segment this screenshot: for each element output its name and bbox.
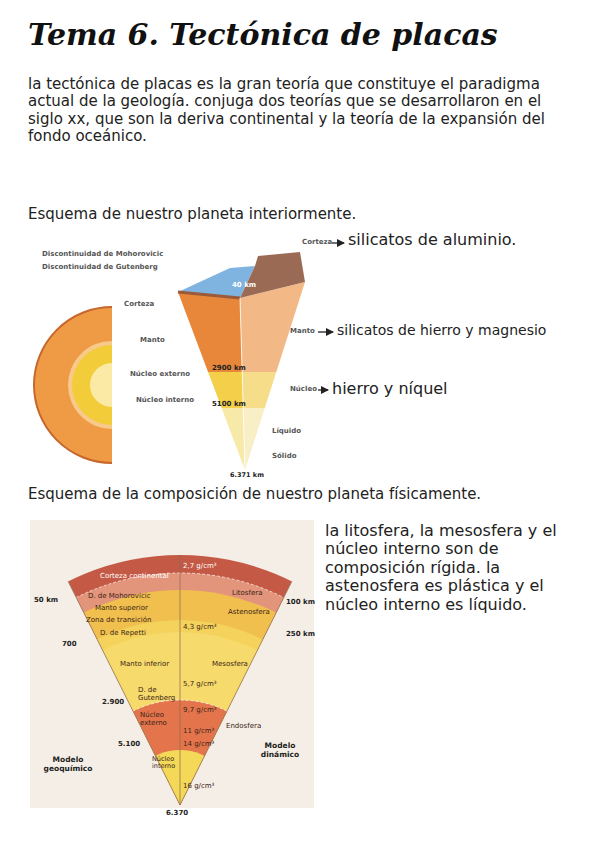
depth-label: 50 km <box>34 596 58 604</box>
section-heading: Esquema de nuestro planeta interiormente… <box>28 206 356 223</box>
handwritten-note: silicatos de hierro y magnesio <box>337 322 546 338</box>
earth-wedge-block <box>178 252 305 470</box>
layer-label: Núcleo externo <box>140 711 178 727</box>
layer-label: Astenosfera <box>228 608 270 616</box>
density-label: 16 g/cm³ <box>183 782 214 790</box>
layer-label: Endosfera <box>226 722 261 730</box>
dimension-label: 40 km <box>232 281 256 289</box>
depth-label: 6.370 <box>166 809 188 817</box>
depth-label: 700 <box>62 640 77 648</box>
part-label: Sólido <box>272 452 296 460</box>
note-paragraph: la litosfera, la mesosfera y el núcleo i… <box>325 522 589 614</box>
density-label: 11 g/cm³ <box>183 727 214 735</box>
depth-label: 2.900 <box>102 698 124 706</box>
layer-label: Núcleo interno <box>152 756 180 771</box>
layer-label: Mesosfera <box>212 660 248 668</box>
part-label: Núcleo <box>290 385 317 393</box>
dimension-label: 2900 km <box>212 364 246 372</box>
dimension-label: 6.371 km <box>230 472 264 479</box>
page-title: Tema 6. Tectónica de placas <box>28 18 498 53</box>
intro-paragraph: la tectónica de placas es la gran teoría… <box>28 76 576 145</box>
depth-label: 250 km <box>286 630 315 638</box>
density-label: 4,3 g/cm³ <box>183 623 217 631</box>
section-heading: Esquema de la composición de nuestro pla… <box>28 486 481 503</box>
part-label: Corteza <box>124 300 154 308</box>
part-label: Núcleo externo <box>130 370 190 378</box>
layer-label: Manto superior <box>95 604 148 612</box>
section-edges <box>68 555 292 805</box>
layer-label: Manto inferior <box>120 660 169 668</box>
part-label: Discontinuidad de Mohorovicic <box>42 250 163 258</box>
density-label: 14 g/cm³ <box>183 740 214 748</box>
handwritten-note: silicatos de aluminio. <box>348 231 516 249</box>
layer-label: Zona de transición <box>86 616 151 624</box>
part-label: Manto <box>140 336 165 344</box>
layer-label: Corteza continental <box>100 572 169 580</box>
part-label: Líquido <box>272 427 301 435</box>
handwritten-note: hierro y níquel <box>332 380 448 398</box>
layer-label: Litosfera <box>232 589 262 597</box>
model-label: Modelo geoquímico <box>40 756 96 773</box>
layer-label: D. de Gutenberg <box>138 686 180 702</box>
part-label: Discontinuidad de Gutenberg <box>42 263 158 271</box>
part-label: Núcleo interno <box>136 396 194 404</box>
model-label: Modelo dinámico <box>252 742 308 759</box>
dimension-label: 5100 km <box>212 400 246 408</box>
layer-label: D. de Repetti <box>100 629 146 637</box>
annotation-arrows <box>318 243 344 390</box>
part-label: Corteza <box>302 238 332 246</box>
depth-label: 5.100 <box>118 740 140 748</box>
density-label: 9,7 g/cm³ <box>183 706 217 714</box>
layer-label: D. de Mohorovicic <box>88 592 151 600</box>
density-label: 2,7 g/cm³ <box>183 562 217 570</box>
depth-label: 100 km <box>286 598 315 606</box>
earth-half-disc <box>34 307 112 463</box>
part-label: Manto <box>290 327 315 335</box>
density-label: 5,7 g/cm³ <box>183 680 217 688</box>
